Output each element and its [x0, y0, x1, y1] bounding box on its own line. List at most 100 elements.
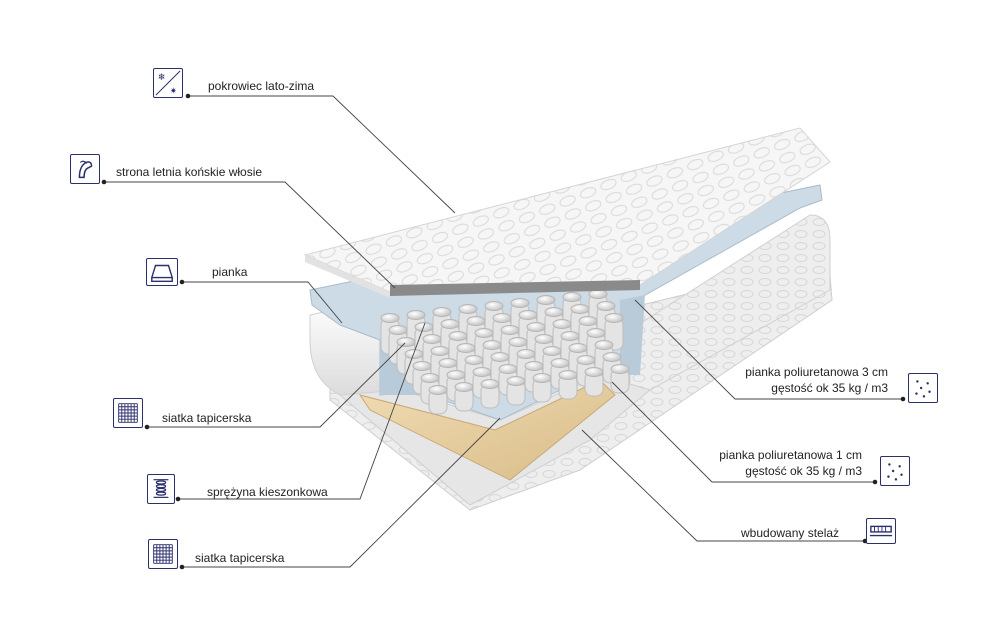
- spring-top: [602, 352, 622, 362]
- spring-top: [432, 307, 452, 317]
- pocket-spring-icon: [147, 474, 175, 504]
- spring-top: [428, 385, 448, 395]
- svg-text:❄: ❄: [158, 72, 166, 83]
- leader-line-pokrowiec: [188, 95, 456, 214]
- spring-top: [440, 319, 460, 329]
- spring-top: [448, 331, 468, 341]
- spring-top: [570, 304, 590, 314]
- label-pianka-3cm-line1: pianka poliuretanowa 3 cm: [745, 365, 888, 379]
- spring-top: [474, 328, 494, 338]
- leader-line-sprezyna: [178, 322, 426, 500]
- spring-top: [500, 325, 520, 335]
- label-siatka-1: siatka tapicerska: [162, 411, 252, 425]
- spring-top: [446, 370, 466, 380]
- spring-top: [458, 304, 478, 314]
- spring-top: [596, 301, 616, 311]
- spring-top: [550, 358, 570, 368]
- label-strona-letnia: strona letnia końskie włosie: [116, 165, 263, 179]
- spring-top: [412, 361, 432, 371]
- label-pianka-1cm: pianka poliuretanowa 1 cm gęstość ok 35 …: [712, 447, 862, 479]
- leader-dot-siatka-2: [179, 564, 185, 570]
- foam-density-icon: [908, 373, 938, 403]
- spring-top: [584, 367, 604, 377]
- leader-dot-pianka-3cm: [900, 396, 906, 402]
- spring-top: [438, 358, 458, 368]
- spring-top: [604, 313, 624, 323]
- spring-top: [578, 316, 598, 326]
- label-pianka-1cm-line1: pianka poliuretanowa 1 cm: [719, 448, 862, 462]
- spring-top: [422, 334, 442, 344]
- frame-icon: [866, 518, 896, 544]
- spring-top: [480, 379, 500, 389]
- spring-top: [586, 328, 606, 338]
- leader-line-pianka: [182, 281, 343, 324]
- pocket-springs: [380, 289, 630, 415]
- label-pianka-1cm-line2: gęstość ok 35 kg / m3: [745, 464, 862, 478]
- spring-top: [492, 313, 512, 323]
- label-pokrowiec: pokrowiec lato-zima: [208, 79, 315, 93]
- spring-top: [498, 364, 518, 374]
- leader-dot-pianka: [179, 279, 185, 285]
- foam-density-icon: [880, 456, 910, 486]
- top-cover: [303, 127, 831, 298]
- spring-top: [516, 349, 536, 359]
- spring-top: [464, 355, 484, 365]
- spring-top: [562, 292, 582, 302]
- label-siatka-2: siatka tapicerska: [195, 551, 285, 565]
- spring-top: [558, 370, 578, 380]
- spring-top: [518, 310, 538, 320]
- spring-top: [396, 337, 416, 347]
- spring-top: [430, 346, 450, 356]
- label-sprezyna: sprężyna kieszonkowa: [207, 485, 328, 499]
- spring-top: [388, 325, 408, 335]
- mesh-grid-icon: [148, 539, 178, 569]
- spring-top: [466, 316, 486, 326]
- spring-top: [610, 364, 630, 374]
- leader-dot-strona-letnia: [101, 179, 107, 185]
- svg-text:✷: ✷: [170, 85, 177, 95]
- leader-dot-sprezyna: [175, 496, 181, 502]
- spring-top: [568, 343, 588, 353]
- spring-top: [544, 307, 564, 317]
- spring-top: [534, 334, 554, 344]
- spring-top: [532, 373, 552, 383]
- spring-top: [576, 355, 596, 365]
- leader-line-strona-letnia: [104, 181, 396, 289]
- season-cover-icon: ❄✷: [153, 68, 183, 98]
- leader-line-stelaz: [581, 429, 865, 542]
- label-pianka: pianka: [212, 265, 248, 279]
- spring-top: [526, 322, 546, 332]
- foam-tray-icon: [146, 258, 178, 286]
- spring-top: [552, 319, 572, 329]
- horse-hair-icon: [70, 154, 100, 184]
- label-pianka-3cm: pianka poliuretanowa 3 cm gęstość ok 35 …: [738, 364, 888, 396]
- spring-top: [472, 367, 492, 377]
- spring-top: [536, 295, 556, 305]
- spring-top: [560, 331, 580, 341]
- spring-top: [454, 382, 474, 392]
- label-stelaz: wbudowany stelaż: [741, 526, 840, 540]
- leader-dot-pianka-1cm: [872, 479, 878, 485]
- leader-dot-pokrowiec: [185, 93, 191, 99]
- spring-top: [482, 340, 502, 350]
- spring-top: [490, 352, 510, 362]
- spring-top: [456, 343, 476, 353]
- mesh-grid-icon: [113, 398, 143, 428]
- leader-lines: [104, 95, 903, 568]
- leader-line-siatka-1: [147, 342, 406, 428]
- spring-top: [484, 301, 504, 311]
- leader-line-pianka-3cm: [634, 299, 903, 400]
- spring-top: [508, 337, 528, 347]
- leader-line-pianka-1cm: [611, 381, 875, 483]
- spring-top: [380, 313, 400, 323]
- spring-top: [524, 361, 544, 371]
- spring-top: [510, 298, 530, 308]
- spring-top: [542, 346, 562, 356]
- spring-top: [406, 310, 426, 320]
- spring-top: [594, 340, 614, 350]
- leader-line-siatka-2: [182, 417, 501, 568]
- leader-dot-siatka-1: [144, 424, 150, 430]
- spring-top: [420, 373, 440, 383]
- spring-top: [506, 376, 526, 386]
